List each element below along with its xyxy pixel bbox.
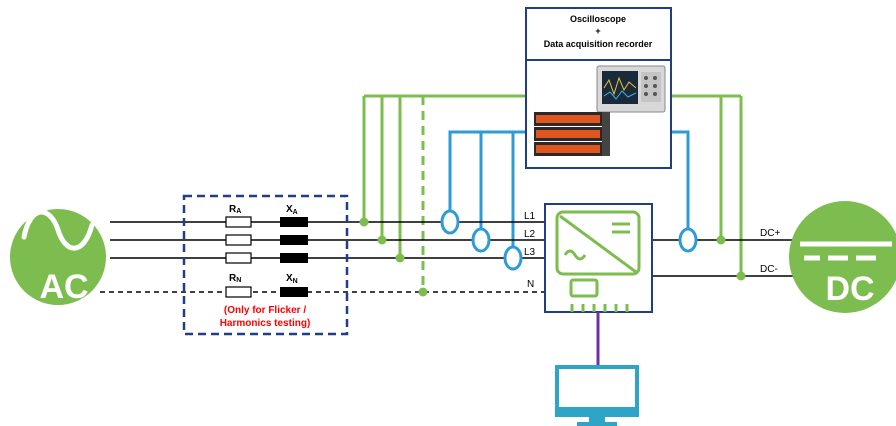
- note-line-1: (Only for Flicker /: [224, 305, 306, 316]
- current-clamps: [440, 209, 698, 271]
- clamp-l2: [471, 227, 491, 253]
- inductor-l1: [280, 217, 308, 227]
- clamp-l1: [440, 209, 460, 235]
- voltage-taps-ac: [362, 94, 527, 292]
- l3-label: L3: [524, 247, 536, 258]
- data-recorder-image: [534, 112, 610, 156]
- clamp-l3: [503, 245, 523, 271]
- voltage-tap-dots: [359, 217, 746, 297]
- inductor-l3: [280, 253, 308, 263]
- inverter: [544, 203, 653, 313]
- r-a-label: RA: [229, 204, 241, 215]
- oscilloscope-image: [596, 65, 666, 113]
- x-n-label: XN: [286, 273, 298, 285]
- resistor-l3: [225, 252, 252, 264]
- dc-plus-label: DC+: [760, 228, 780, 239]
- l2-label: L2: [524, 229, 536, 240]
- dc-label: DC: [825, 270, 874, 308]
- instrument-title-1: Oscilloscope: [570, 14, 626, 24]
- ac-label: AC: [39, 268, 88, 306]
- resistor-l1: [225, 216, 252, 228]
- computer-monitor-icon: [555, 365, 639, 426]
- instrument-title-3: Data acquisition recorder: [544, 39, 653, 49]
- l1-label: L1: [524, 211, 536, 222]
- instrument-box: Oscilloscope + Data acquisition recorder: [525, 7, 672, 169]
- r-n-label: RN: [229, 273, 241, 284]
- voltage-taps-dc: [671, 94, 743, 276]
- impedance-elements: [225, 216, 308, 298]
- note-line-2: Harmonics testing): [220, 318, 311, 329]
- x-a-label: XA: [286, 204, 298, 216]
- dc-minus-label: DC-: [760, 264, 778, 275]
- clamp-dc: [678, 227, 698, 253]
- ac-source-icon: AC: [10, 209, 106, 306]
- inductor-n: [280, 287, 308, 297]
- inductor-l2: [280, 235, 308, 245]
- dc-source-icon: DC: [789, 201, 896, 313]
- instrument-title-2: +: [595, 26, 600, 36]
- current-probe-wiring: [448, 130, 690, 247]
- resistor-n: [225, 286, 252, 298]
- impedance-network-box: [182, 194, 349, 336]
- n-label: N: [527, 279, 534, 290]
- resistor-l2: [225, 234, 252, 246]
